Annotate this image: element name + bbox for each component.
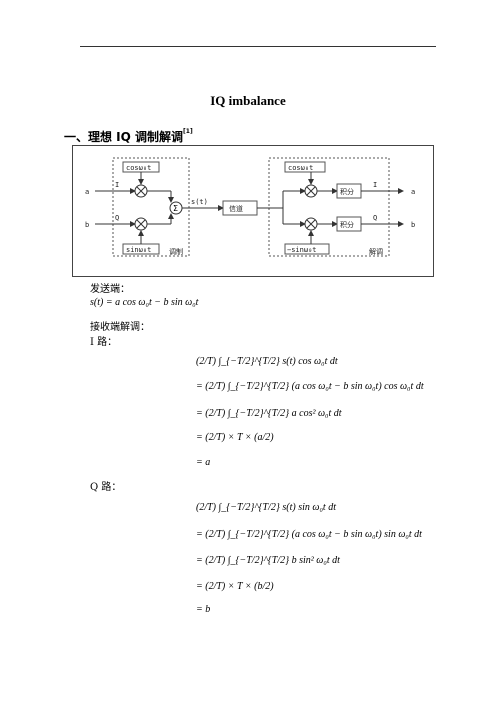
sin-demod-osc-box xyxy=(284,243,330,255)
iq-block-diagram: Σ a b I Q cosω₀t sinω₀t s(t) 信道 xyxy=(72,145,434,277)
i-branch-label: I 路： xyxy=(90,337,118,348)
input-b: b xyxy=(85,221,89,229)
i-eq-2: = (2/T) ∫_{−T/2}^{T/2} (a cos ω₀t − b si… xyxy=(196,381,424,392)
i-out-signal: I xyxy=(373,181,377,189)
demodulate-label: 解调 xyxy=(369,247,383,256)
i-signal-label: I xyxy=(115,181,119,189)
modulator-box xyxy=(112,157,190,257)
q-eq-5: = b xyxy=(196,604,211,615)
output-b: b xyxy=(411,221,415,229)
i-eq-5: = a xyxy=(196,457,211,468)
channel-label: 信道 xyxy=(229,204,243,213)
output-a: a xyxy=(411,188,415,196)
q-signal-label: Q xyxy=(115,214,119,222)
svg-text:Σ: Σ xyxy=(173,204,178,213)
q-eq-4: = (2/T) × T × (b/2) xyxy=(196,581,274,592)
transmit-label: 发送端： xyxy=(90,284,130,295)
sin-demod-label: −sinω₀t xyxy=(287,246,317,254)
section-label: 一、理想 IQ 调制解调 xyxy=(64,130,184,144)
header-rule xyxy=(80,46,436,47)
integ2-label: 积分 xyxy=(340,220,354,229)
transmit-equation: s(t) = a cos ω₀t − b sin ω₀t xyxy=(90,297,199,308)
section-heading: 一、理想 IQ 调制解调[1] xyxy=(64,128,193,145)
cos-mod-label: cosω₀t xyxy=(126,164,151,172)
modulate-label: 调制 xyxy=(169,247,183,256)
page-title: IQ imbalance xyxy=(210,93,286,108)
q-out-signal: Q xyxy=(373,214,377,222)
i-eq-3: = (2/T) ∫_{−T/2}^{T/2} a cos² ω₀t dt xyxy=(196,408,342,419)
i-eq-4: = (2/T) × T × (a/2) xyxy=(196,432,274,443)
cos-demod-label: cosω₀t xyxy=(288,164,313,172)
cos-demod-osc-box xyxy=(284,161,326,173)
diagram-svg: Σ a b I Q cosω₀t sinω₀t s(t) 信道 xyxy=(85,157,415,257)
q-mixer-x xyxy=(136,219,146,229)
integ1-label: 积分 xyxy=(340,187,354,196)
input-a: a xyxy=(85,188,89,196)
demodulator-box xyxy=(268,157,390,257)
q-eq-2: = (2/T) ∫_{−T/2}^{T/2} (a cos ω₀t − b si… xyxy=(196,529,422,540)
i-eq-1: (2/T) ∫_{−T/2}^{T/2} s(t) cos ω₀t dt xyxy=(196,356,338,367)
q-branch-label: Q 路： xyxy=(90,482,122,493)
q-eq-3: = (2/T) ∫_{−T/2}^{T/2} b sin² ω₀t dt xyxy=(196,555,340,566)
i-mixer-x xyxy=(136,186,146,196)
section-ref: [1] xyxy=(183,128,193,135)
q-eq-1: (2/T) ∫_{−T/2}^{T/2} s(t) sin ω₀t dt xyxy=(196,502,336,513)
st-label: s(t) xyxy=(191,198,208,206)
receive-label: 接收端解调： xyxy=(90,322,150,333)
sin-mod-label: sinω₀t xyxy=(126,246,151,254)
